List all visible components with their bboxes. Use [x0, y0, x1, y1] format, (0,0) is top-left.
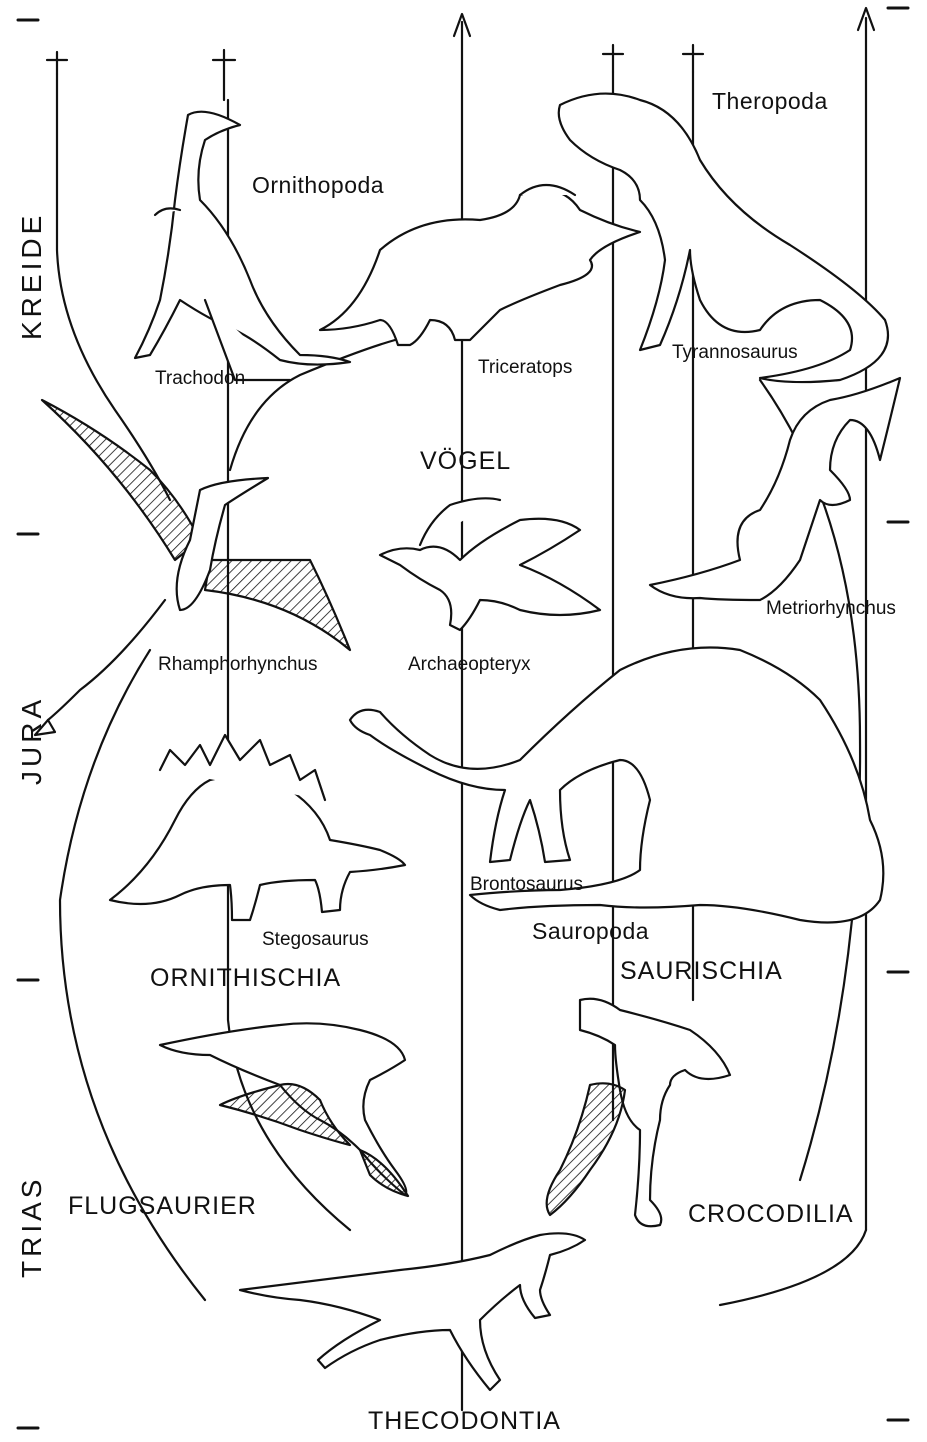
species-label-rhamphorhynchus: Rhamphorhynchus	[158, 654, 317, 676]
species-label-trachodon: Trachodon	[155, 368, 245, 390]
group-label-sauropoda: Sauropoda	[532, 918, 649, 945]
stegosaurus-figure	[110, 735, 405, 920]
group-label-thecodontia: THECODONTIA	[368, 1407, 561, 1436]
species-label-metriorhynchus: Metriorhynchus	[766, 598, 896, 620]
group-label-saurischia: SAURISCHIA	[620, 957, 783, 986]
rhamphorhynchus-figure	[35, 400, 350, 735]
triceratops-figure	[320, 185, 640, 345]
brontosaurus-figure	[350, 648, 883, 923]
metriorhynchus-figure	[650, 378, 900, 600]
saurischia-pelvis-figure	[547, 999, 730, 1227]
thecodontia-figure	[240, 1233, 585, 1390]
period-label-trias: TRIAS	[16, 1176, 48, 1278]
species-label-brontosaurus: Brontosaurus	[470, 874, 583, 896]
group-label-crocodilia: CROCODILIA	[688, 1200, 854, 1229]
group-label-theropoda: Theropoda	[712, 88, 828, 115]
extinction-crosses	[47, 45, 703, 100]
period-label-jura: JURA	[16, 696, 48, 785]
trachodon-figure	[135, 112, 350, 380]
archaeopteryx-figure	[380, 498, 600, 630]
species-label-tyrannosaurus: Tyrannosaurus	[672, 342, 798, 364]
flugsaurier-lineage	[57, 74, 170, 500]
species-label-triceratops: Triceratops	[478, 357, 572, 379]
species-label-archaeopteryx: Archaeopteryx	[408, 654, 531, 676]
group-label-ornithischia: ORNITHISCHIA	[150, 964, 341, 993]
period-label-kreide: KREIDE	[16, 212, 48, 340]
group-label-voegel: VÖGEL	[420, 447, 511, 476]
species-label-stegosaurus: Stegosaurus	[262, 929, 369, 951]
group-label-flugsaurier: FLUGSAURIER	[68, 1192, 257, 1221]
group-label-ornithopoda: Ornithopoda	[252, 172, 384, 199]
ornithischia-pelvis-figure	[160, 1023, 408, 1196]
